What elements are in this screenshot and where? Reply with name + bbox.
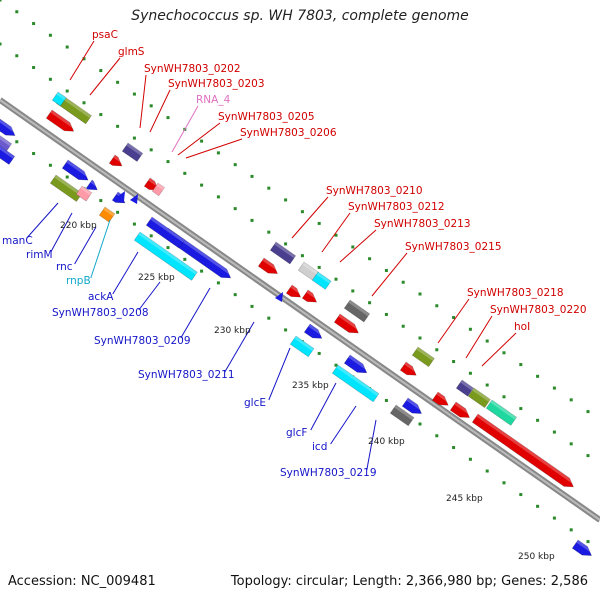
- gene-block: [257, 257, 281, 274]
- gene-block: [269, 241, 297, 265]
- gene-label: SynWH7803_0203: [168, 78, 265, 90]
- topology-text: Topology: circular; Length: 2,366,980 bp…: [230, 574, 588, 589]
- gene-block: [121, 142, 144, 162]
- tick-dots: [0, 0, 590, 544]
- tick-label: 220 kbp: [60, 221, 97, 231]
- gene-block: [411, 346, 435, 368]
- gene-marker: [117, 191, 125, 201]
- gene-block: [151, 182, 165, 197]
- gene-block: [0, 129, 13, 153]
- gene-label: SynWH7803_0213: [374, 218, 471, 230]
- tick-label: 225 kbp: [138, 273, 175, 283]
- gene-label: rnpB: [66, 275, 91, 287]
- gene-block: [455, 379, 474, 397]
- gene-label: RNA_4: [196, 94, 231, 106]
- gene-block: [98, 206, 116, 223]
- gene-label: SynWH7803_0219: [280, 467, 377, 479]
- gene-block: [303, 323, 325, 339]
- gene-block: [108, 154, 125, 167]
- tick-label: 245 kbp: [446, 494, 483, 504]
- accession-text: Accession: NC_009481: [8, 574, 156, 589]
- gene-marker: [275, 292, 283, 302]
- gene-block: [61, 159, 91, 181]
- gene-block: [343, 299, 371, 323]
- gene-block: [571, 539, 595, 556]
- gene-label: SynWH7803_0212: [348, 201, 445, 213]
- gene-block: [331, 364, 380, 403]
- gene-label: rimM: [26, 249, 53, 261]
- gene-block: [471, 413, 577, 488]
- gene-block: [343, 354, 370, 374]
- gene-block: [467, 387, 491, 409]
- gene-label: psaC: [92, 29, 118, 41]
- gene-block: [311, 271, 332, 290]
- gene-block: [485, 399, 517, 426]
- gene-label: rnc: [56, 261, 73, 273]
- gene-label: SynWH7803_0210: [326, 185, 423, 197]
- tick-label: 240 kbp: [368, 437, 405, 447]
- gene-block: [45, 109, 77, 132]
- gene-block: [389, 404, 415, 427]
- tick-label: 250 kbp: [518, 552, 555, 562]
- gene-label: SynWH7803_0218: [467, 287, 564, 299]
- gene-label: SynWH7803_0208: [52, 307, 149, 319]
- gene-label: SynWH7803_0206: [240, 127, 337, 139]
- gene-block: [145, 216, 186, 249]
- gene-marker: [130, 194, 138, 204]
- gene-label: SynWH7803_0211: [138, 369, 235, 381]
- genome-backbone: [0, 97, 600, 523]
- gene-block: [85, 179, 101, 191]
- gene-block: [301, 289, 320, 303]
- gene-label: manC: [2, 235, 33, 247]
- gene-label: glmS: [118, 46, 145, 58]
- gene-label: SynWH7803_0205: [218, 111, 315, 123]
- gene-label: SynWH7803_0209: [94, 335, 191, 347]
- gene-block: [0, 111, 18, 136]
- gene-label: icd: [312, 441, 327, 453]
- gene-label: hoI: [514, 321, 530, 333]
- gene-label: SynWH7803_0215: [405, 241, 502, 253]
- gene-block: [333, 313, 362, 334]
- map-title: Synechococcus sp. WH 7803, complete geno…: [131, 8, 469, 24]
- gene-block: [75, 185, 93, 202]
- gene-block: [401, 397, 425, 414]
- gene-label: SynWH7803_0202: [144, 63, 241, 75]
- gene-block: [0, 145, 16, 165]
- tick-label: 230 kbp: [214, 326, 251, 336]
- gene-block: [449, 401, 473, 418]
- tick-labels: 220 kbp 225 kbp 230 kbp 235 kbp 240 kbp 245 k…: [60, 221, 555, 562]
- label-connectors: [26, 40, 517, 471]
- gene-label: glcF: [286, 427, 307, 439]
- gene-block: [431, 391, 452, 406]
- gene-features: [0, 91, 595, 556]
- gene-label: glcE: [244, 397, 266, 409]
- gene-label: ackA: [88, 291, 114, 303]
- gene-block: [111, 191, 128, 204]
- gene-label: SynWH7803_0220: [490, 304, 587, 316]
- gene-block: [51, 91, 67, 107]
- gene-block: [399, 361, 420, 376]
- gene-block: [289, 335, 315, 358]
- tick-label: 235 kbp: [292, 381, 329, 391]
- gene-block: [285, 284, 304, 298]
- gene-block: [49, 174, 83, 202]
- gene-block: [133, 231, 198, 281]
